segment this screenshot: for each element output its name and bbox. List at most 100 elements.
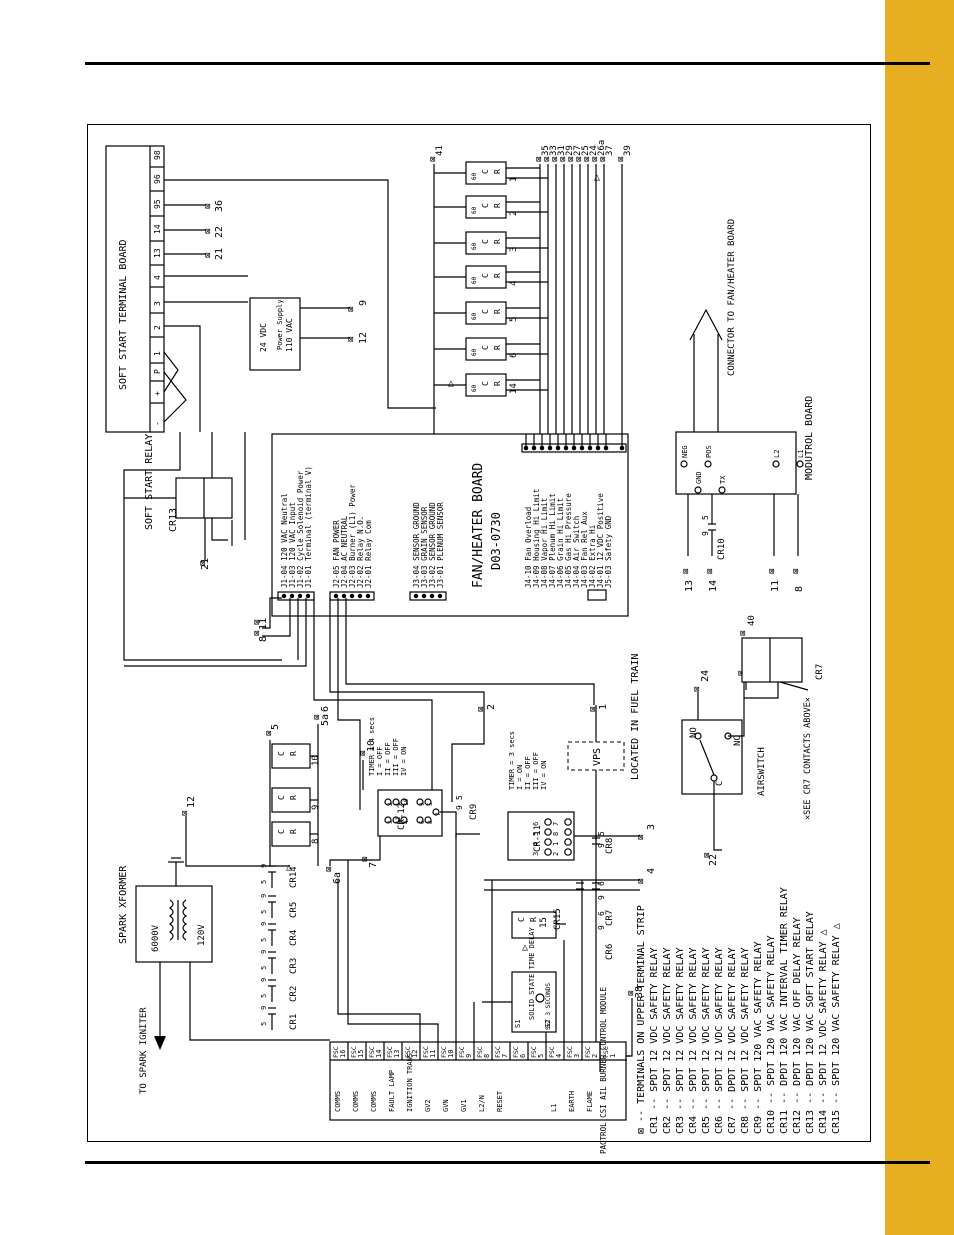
- svg-text:⊠: ⊠: [314, 713, 319, 723]
- fsc-terminal-number: 7: [501, 1054, 509, 1058]
- modutrol-pin: NEG: [681, 445, 689, 458]
- svg-text:9: 9: [455, 805, 464, 810]
- cr11-pin: 4: [532, 842, 540, 846]
- fsc-terminal-number: 10: [447, 1050, 455, 1058]
- fsc-terminal-label: COMMS: [370, 1091, 378, 1112]
- svg-text:10: 10: [366, 740, 377, 752]
- relay-pin: 60: [471, 172, 478, 180]
- legend-entry: CR9 -- SPDT 120 VAC SAFETY RELAY: [753, 941, 764, 1134]
- board-pin-label: J1-04 120 VAC Neutral: [280, 493, 289, 588]
- cr12-pin: 10: [403, 798, 410, 806]
- svg-text:⊠: ⊠: [326, 865, 331, 875]
- contact-pin: 9: [260, 978, 268, 982]
- relay-letter: C: [481, 345, 490, 350]
- soft-start-relay-cr13: SOFT START RELAY CR13 ⊠ 21: [124, 434, 233, 570]
- relay-number: 5: [509, 317, 519, 322]
- svg-text:6000V: 6000V: [151, 924, 161, 952]
- svg-text:C: C: [715, 781, 725, 786]
- fsc-terminal-label: GVN: [442, 1099, 450, 1112]
- contact-pin: 5: [260, 966, 268, 970]
- legend-entry: ⊠ -- TERMINALS ON UPPER TERMINAL STRIP: [636, 905, 647, 1134]
- fsc-prefix: FSC: [494, 1046, 502, 1058]
- ps-ext-12: 12: [358, 332, 369, 344]
- timer-mode: II = OFF: [384, 742, 392, 776]
- contact-pin: 9: [260, 894, 268, 898]
- relay-pin: 60: [471, 384, 478, 392]
- fsc-terminal-number: 9: [465, 1054, 473, 1058]
- contact-pin: 9: [260, 922, 268, 926]
- relay-letter: R: [289, 795, 298, 800]
- terminal-marker: ⊠: [568, 155, 573, 165]
- svg-text:11: 11: [258, 618, 269, 630]
- contact-pin: 5: [260, 1022, 268, 1026]
- fsc-terminal-number: 15: [357, 1050, 365, 1058]
- svg-text:TO SPARK IGNITER: TO SPARK IGNITER: [139, 1007, 149, 1094]
- timer-mode: III = OFF: [532, 752, 540, 790]
- svg-text:24: 24: [700, 670, 711, 682]
- modutrol-pin: L2: [773, 450, 781, 458]
- legend-entry: CR6 -- SPDT 12 VDC SAFETY RELAY: [714, 947, 725, 1134]
- svg-text:9: 9: [597, 895, 606, 900]
- relay-pin: 60: [471, 276, 478, 284]
- svg-text:⊠: ⊠: [205, 202, 210, 212]
- relay-bank-terminal: 33: [549, 145, 559, 156]
- contact-pin: 9: [260, 1006, 268, 1010]
- triangle-icon: △: [286, 862, 292, 873]
- cr12-pin: 2: [387, 802, 394, 806]
- svg-text:SPARK XFORMER: SPARK XFORMER: [118, 865, 129, 944]
- power-supply: 24 VDC Power Supply 110 VAC ⊠ ⊠ 9 12: [249, 297, 369, 371]
- fan-heater-board: FAN/HEATER BOARD D03-0730 J1-04 120 VAC …: [254, 433, 629, 642]
- fsc-terminal-label: COMMS: [334, 1091, 342, 1112]
- svg-text:SOFT START RELAY: SOFT START RELAY: [144, 434, 155, 530]
- cr12-pin: 4: [403, 820, 410, 824]
- relay-bank-terminal: 26a: [597, 140, 607, 156]
- timer-mode: I = ON: [516, 765, 524, 790]
- legend-entry: CR1 -- SPDT 12 VDC SAFETY RELAY: [649, 947, 660, 1134]
- svg-text:⊠: ⊠: [348, 305, 353, 315]
- relay-pin: 60: [471, 242, 478, 250]
- bottom-rule: [85, 1161, 930, 1164]
- svg-text:15: 15: [539, 917, 549, 928]
- svg-text:3: 3: [646, 824, 657, 830]
- soft-start-terminal: 1: [153, 351, 162, 356]
- svg-text:5: 5: [597, 831, 606, 836]
- svg-text:CR10: CR10: [717, 538, 727, 560]
- gold-side-tab: [885, 0, 954, 1235]
- cr7-relay: CR7 ⊠ 40 ✕SEE CR7 CONTACTS ABOVE✕: [740, 615, 825, 820]
- relay-letter: R: [493, 309, 502, 314]
- svg-text:6: 6: [597, 911, 606, 916]
- svg-text:CR7: CR7: [815, 664, 825, 680]
- fsc-prefix: FSC: [422, 1046, 430, 1058]
- triangle-icon: △: [594, 172, 600, 183]
- terminal-marker: ⊠: [683, 567, 688, 577]
- relay-number: 9: [311, 805, 321, 810]
- svg-text:5a: 5a: [320, 714, 331, 726]
- soft-start-terminal: -: [153, 421, 162, 426]
- svg-text:✕SEE CR7 CONTACTS ABOVE✕: ✕SEE CR7 CONTACTS ABOVE✕: [803, 697, 813, 820]
- svg-text:4: 4: [646, 868, 657, 874]
- fsc-terminal-label: COMMS: [352, 1091, 360, 1112]
- timer-mode: III = OFF: [392, 738, 400, 776]
- board-pin-label: J4-09 Housing Hi Limit: [532, 489, 541, 588]
- legend-entry: CR15 -- SPDT 120 VAC SAFETY RELAY △: [831, 923, 842, 1134]
- soft-start-terminal: +: [153, 391, 162, 396]
- terminal-marker: ⊠: [592, 155, 597, 165]
- svg-text:8: 8: [258, 636, 269, 642]
- relay-number: 14: [509, 383, 519, 394]
- svg-text:CR9: CR9: [469, 804, 479, 820]
- cr12-pin: 9: [419, 802, 426, 806]
- cr12-pin: 5: [427, 802, 434, 806]
- soft-start-terminal: 2: [153, 325, 162, 330]
- contact-pin: 9: [260, 950, 268, 954]
- cr12-pin: 7: [435, 812, 442, 816]
- legend-entry: CR10 -- SPDT 120 VAC SAFETY RELAY: [766, 935, 777, 1134]
- terminal-marker: ⊠: [600, 155, 605, 165]
- svg-text:9: 9: [701, 531, 710, 536]
- fsc-terminal-number: 11: [429, 1050, 437, 1058]
- diagram-frame: [87, 124, 871, 1142]
- relay-letter: C: [277, 829, 286, 834]
- fsc-terminal-number: 3: [573, 1054, 581, 1058]
